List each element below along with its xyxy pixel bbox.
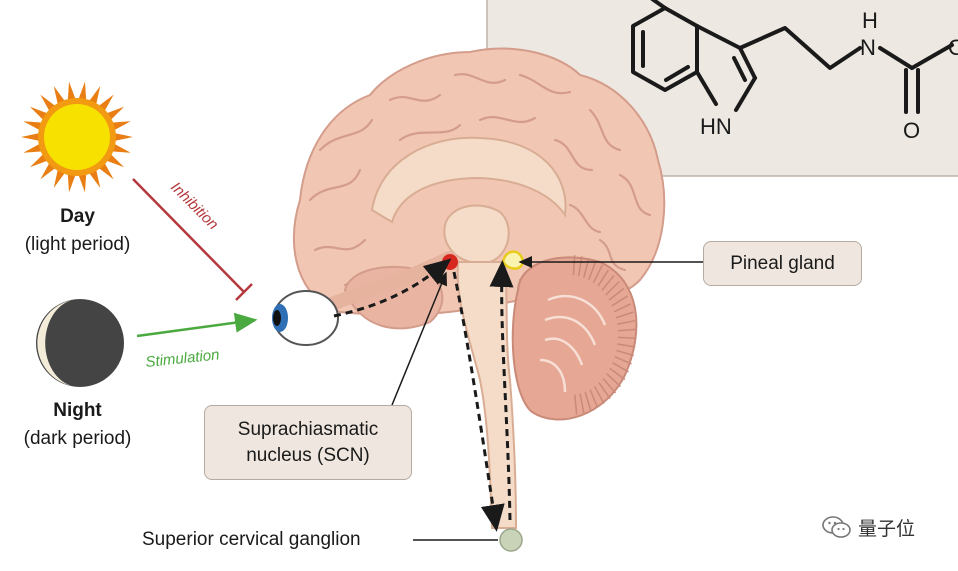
sun-ray [67,81,77,103]
watermark: 量子位 [822,512,942,542]
cerebellum-ridge [592,264,603,283]
cerebellum-ridge [617,328,636,332]
cerebellum-ridge [611,295,628,307]
cerebellum-ridge [594,386,605,404]
sun-icon [21,81,133,193]
cerebellum-ridge [589,389,599,408]
cerebellum-ridge [579,393,585,414]
cerebellum-ridge [584,391,592,412]
night-title: Night [53,400,102,421]
cerebellum-ridge [612,362,629,373]
cerebellum [511,255,638,421]
cerebellum-ridge [614,356,632,365]
cerebellum-ridge [606,373,621,388]
cerebellum-ridge [615,311,634,319]
scn-marker [442,254,458,270]
sun-ray [112,132,133,142]
cerebellum-ridge [577,256,583,277]
cerebellum-ridge [613,303,632,313]
cerebellum-ridge [598,382,611,400]
cerebellum-ridge [605,281,620,296]
molecule-hn-label: HN [700,114,732,139]
ganglion-marker [499,528,523,552]
ganglion-label: Superior cervical ganglion [142,529,361,550]
sun-ray [110,142,131,153]
stimulation-arrow [136,312,258,338]
pineal-gland-label: Pineal gland [730,252,835,274]
day-title: Day [60,206,95,227]
sun-ray [23,121,44,132]
scn-leader [391,271,448,406]
melatonin-structure [631,0,954,114]
stimulation-label: Stimulation [145,346,221,371]
sun-ray [77,171,87,193]
sun-ray [21,132,42,142]
scn-label-line2: nucleus (SCN) [246,444,370,466]
cerebellum-ridge [574,394,578,415]
cerebellum-ridge [617,319,636,325]
eye-icon [272,290,339,346]
moon-icon [36,299,124,387]
cerebellum-ridge [602,377,617,394]
watermark-text: 量子位 [858,517,916,540]
cerebellum-ridge [601,274,615,291]
scn-label-line1: Suprachiasmatic [237,418,379,440]
cerebellum-ridge [609,367,626,381]
neural-pathway [333,258,514,532]
day-subtitle: (light period) [24,234,131,255]
molecule-n-label: N [860,35,876,60]
pineal-marker [501,250,524,270]
cerebellum-ridge [617,336,636,339]
wechat-icon [822,516,851,538]
sun-ray [77,81,87,103]
sun-ray [110,121,131,132]
inhibition-arrow [132,178,253,301]
night-subtitle: (dark period) [23,428,132,449]
scn-box: Suprachiasmatic nucleus (SCN) [204,405,412,480]
molecule-h-label: H [862,8,878,33]
inhibition-label: Inhibition [167,179,221,233]
molecule-o-label: O [903,118,920,143]
cerebellum-ridge [608,287,625,301]
pineal-gland-box: Pineal gland [703,241,862,286]
cerebellum-ridge [597,269,610,287]
cerebellum-ridge [616,349,634,357]
cerebellum-ridge [617,343,636,348]
molecule-o-partial-label: O [948,35,958,60]
sun-ray [67,171,77,193]
sun-ray [23,142,44,153]
cerebellum-ridge [572,255,576,276]
cerebellum-ridge [588,261,597,281]
